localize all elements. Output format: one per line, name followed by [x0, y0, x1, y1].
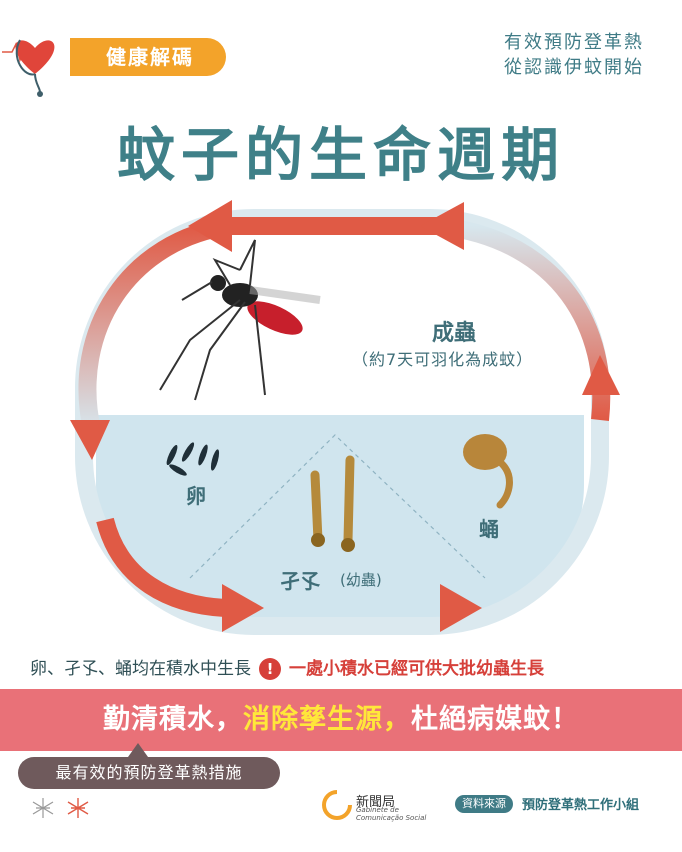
info-text-left: 卵、孑孓、蛹均在積水中生長 — [30, 659, 251, 679]
health-badge: 健康解碼 — [0, 28, 226, 97]
tagline: 有效預防登革熱 從認識伊蚊開始 — [454, 30, 644, 80]
adult-mosquito-icon — [159, 239, 321, 401]
arrow-bottom-right — [440, 584, 482, 632]
larva-icon — [310, 455, 355, 552]
heart-stethoscope-icon — [2, 39, 55, 97]
stage-larva-note: (幼蟲) — [340, 571, 382, 589]
org-name-pt-line-2: Comunicação Social — [356, 814, 427, 822]
warning-icon: ! — [259, 658, 281, 680]
banner-background — [0, 689, 682, 751]
org-name: 新聞局 — [356, 795, 396, 810]
cycle-ring — [75, 209, 609, 635]
pupa-icon — [463, 434, 513, 509]
tagline-line-1: 有效預防登革熱 — [504, 32, 644, 53]
org-name-pt-line-1: Gabinete de — [356, 806, 399, 814]
arrow-bottom-left — [222, 584, 264, 632]
gcs-logo-icon — [322, 790, 352, 820]
egg-icon — [166, 442, 220, 476]
life-cycle-diagram — [70, 200, 620, 635]
page-title: 蚊子的生命週期 — [116, 121, 565, 189]
arrow-up-right — [582, 355, 620, 395]
dashed-triangle — [189, 434, 486, 579]
banner-slogan: 勤清積水，消除孳生源，杜絕病媒蚊！ — [0, 689, 682, 751]
source-name: 預防登革熱工作小組 — [522, 798, 640, 813]
stage-adult-label: 成蟲 — [432, 321, 477, 346]
left-arc — [78, 217, 232, 432]
banner-part-1: 勤清積水， — [103, 704, 243, 735]
tagline-line-2: 從認識伊蚊開始 — [504, 57, 644, 78]
badge-background — [70, 38, 226, 76]
stage-adult-note: （約7天可羽化為成蚊） — [352, 350, 534, 369]
badge-label: 健康解碼 — [106, 45, 194, 69]
arrow-top-right — [420, 202, 464, 250]
info-line: 卵、孑孓、蛹均在積水中生長! 一處小積水已經可供大批幼蟲生長 — [30, 655, 670, 683]
banner-part-2: 消除孳生源， — [243, 704, 411, 735]
mosquito-logo-icon — [32, 798, 89, 818]
source-label: 資料來源 — [455, 795, 513, 813]
bottom-left-arc — [96, 517, 226, 617]
banner-part-3: 杜絕病媒蚊！ — [411, 704, 579, 735]
arrow-down-left — [70, 420, 110, 460]
subtitle-pill: 最有效的預防登革熱措施 — [18, 757, 280, 789]
info-text-right: 一處小積水已經可供大批幼蟲生長 — [289, 659, 544, 679]
arrow-top-left — [188, 200, 232, 252]
stage-larva-label: 孑孓 — [280, 569, 320, 593]
stage-pupa-label: 蛹 — [479, 517, 499, 541]
subtitle-pointer — [128, 743, 148, 757]
stage-egg-label: 卵 — [186, 484, 206, 508]
